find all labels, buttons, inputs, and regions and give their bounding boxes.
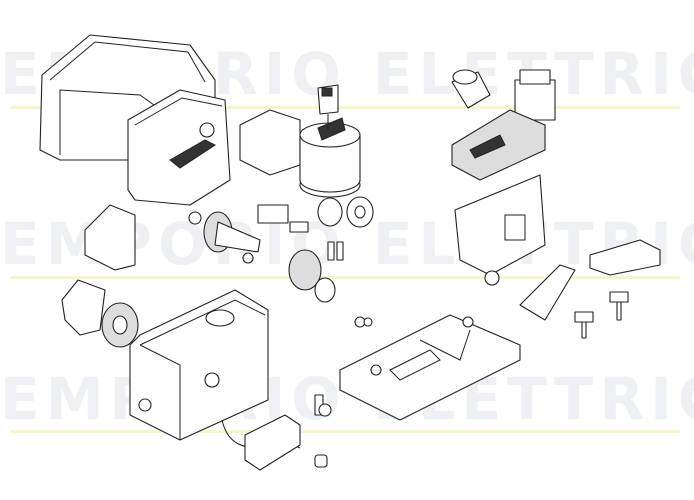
release-door — [244, 414, 301, 471]
mounting-bracket — [239, 109, 301, 176]
gearbox-housing — [129, 289, 269, 441]
watermark-underline — [10, 276, 680, 279]
spring-discs — [317, 196, 374, 228]
terminal-cover — [84, 204, 136, 271]
gear-cover — [61, 279, 106, 336]
rack-bracket — [589, 239, 661, 276]
transformer — [514, 69, 556, 121]
output-gear — [288, 249, 336, 303]
limit-switch-parts — [242, 204, 344, 264]
limit-cam — [519, 264, 576, 321]
watermark-underline — [10, 106, 680, 109]
pinion-gear — [101, 302, 139, 348]
worm-gear — [188, 211, 261, 253]
control-board — [451, 109, 546, 181]
front-cover — [127, 89, 231, 206]
capacitor — [451, 69, 491, 109]
board-bracket — [454, 174, 546, 286]
base-plate — [339, 314, 521, 421]
motor — [299, 84, 361, 198]
fixing-screws — [363, 291, 629, 339]
watermark-underline — [10, 430, 680, 433]
lock-key — [314, 394, 332, 468]
